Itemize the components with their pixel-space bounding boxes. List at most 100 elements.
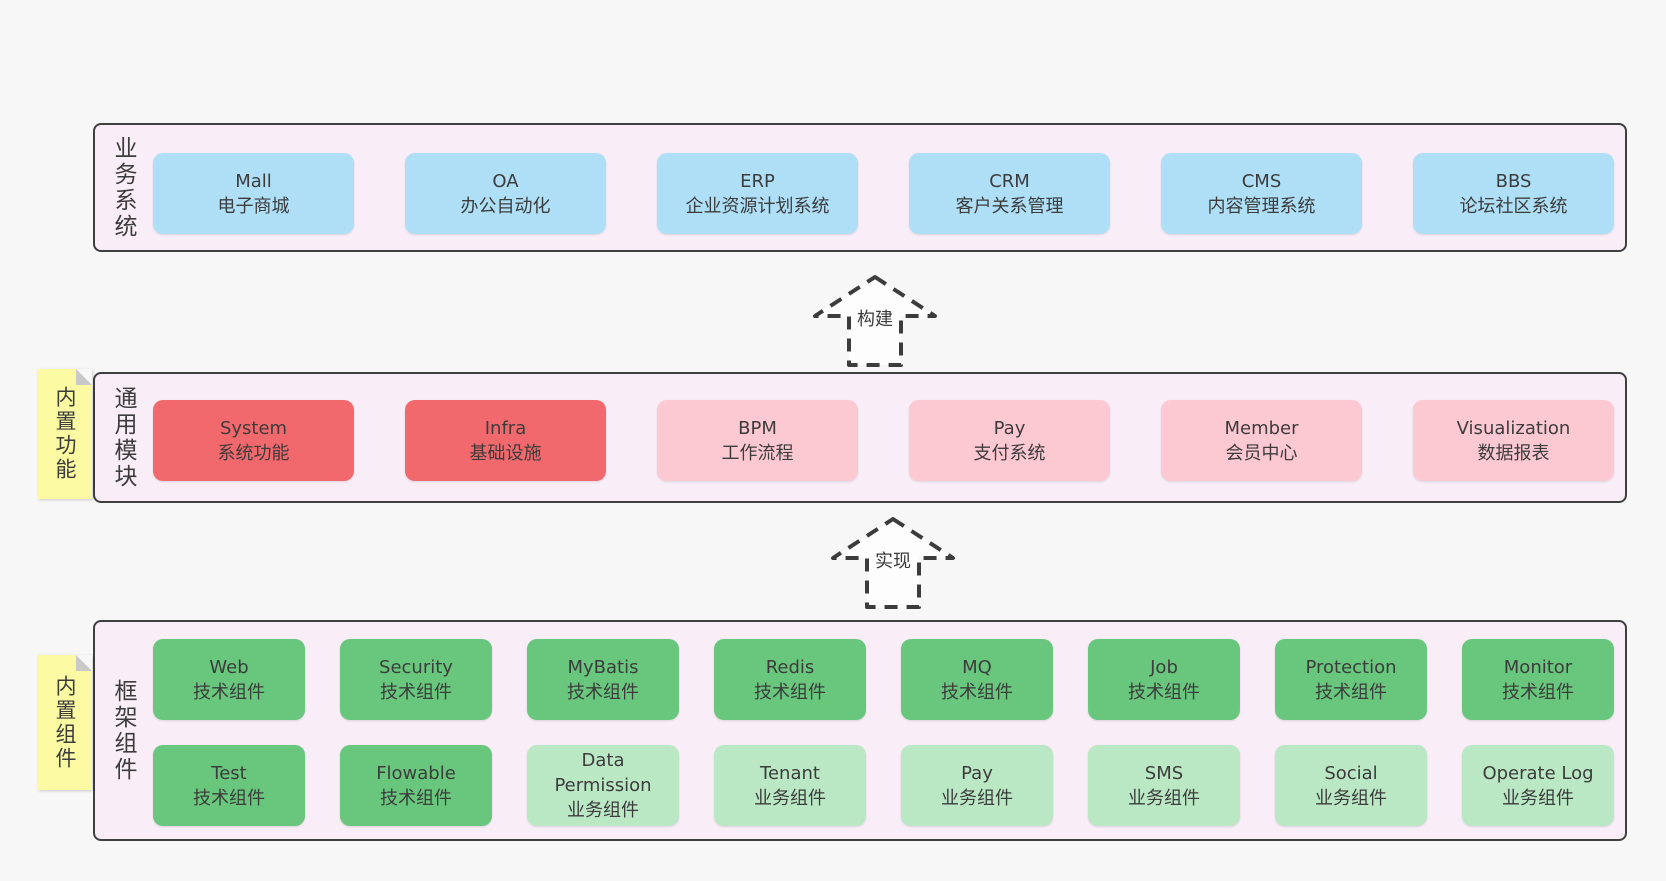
box-components-monitor: Monitor 技术组件 [1462,639,1614,720]
box-components-pay: Pay 业务组件 [901,745,1053,826]
box-en-label: Monitor [1503,656,1573,678]
sticky-note-builtin-features: 内置功能 [38,369,92,499]
box-row: System 系统功能 Infra 基础设施 BPM 工作流程 Pay 支付系统 Member 会… [153,400,1614,481]
box-zh-label: 技术组件 [1315,681,1387,703]
box-zh-label: 业务组件 [567,800,639,821]
box-components-operate-log: Operate Log 业务组件 [1462,745,1614,826]
implement-arrow: 实现 [830,516,956,610]
box-zh-label: 技术组件 [1502,681,1574,703]
box-zh-label: 支付系统 [973,442,1046,464]
box-modules-bpm: BPM 工作流程 [657,400,858,481]
box-en-label: Protection [1305,656,1397,678]
box-en-label: BPM [738,417,777,439]
box-zh-label: 企业资源计划系统 [685,195,830,217]
box-zh-label: 技术组件 [380,681,452,703]
box-en-label: Tenant [760,762,820,784]
box-components-security: Security 技术组件 [340,639,492,720]
sticky-note-builtin-components: 内置组件 [38,655,92,790]
box-modules-member: Member 会员中心 [1161,400,1362,481]
box-zh-label: 电子商城 [217,195,290,217]
box-en-label: Data Permission [554,750,652,796]
box-en-label: Pay [961,762,993,784]
panel-business-side-label: 业务系统 [110,135,136,240]
box-en-label: CMS [1241,170,1282,192]
box-zh-label: 工作流程 [721,442,794,464]
box-zh-label: 办公自动化 [460,195,551,217]
box-zh-label: 系统功能 [217,442,290,464]
box-components-redis: Redis 技术组件 [714,639,866,720]
box-modules-infra: Infra 基础设施 [405,400,606,481]
box-en-label: Security [379,656,453,678]
box-business-bbs: BBS 论坛社区系统 [1413,153,1614,234]
box-en-label: BBS [1495,170,1532,192]
box-business-cms: CMS 内容管理系统 [1161,153,1362,234]
build-arrow: 构建 [812,274,938,368]
panel-modules-side-label: 通用模块 [110,385,136,490]
box-business-crm: CRM 客户关系管理 [909,153,1110,234]
box-en-label: SMS [1144,762,1184,784]
box-zh-label: 技术组件 [567,681,639,703]
box-en-label: Infra [484,417,527,439]
box-en-label: Mall [235,170,272,192]
box-zh-label: 技术组件 [193,787,265,809]
box-components-tenant: Tenant 业务组件 [714,745,866,826]
box-en-label: Visualization [1456,417,1571,439]
box-zh-label: 基础设施 [469,442,542,464]
box-en-label: MyBatis [567,656,639,678]
box-en-label: Flowable [376,762,456,784]
box-zh-label: 业务组件 [941,787,1013,809]
panel-common-modules: 通用模块 System 系统功能 Infra 基础设施 BPM 工作流程 Pay 支付系统 Me… [93,372,1627,503]
box-zh-label: 业务组件 [1502,787,1574,809]
box-zh-label: 技术组件 [380,787,452,809]
box-zh-label: 技术组件 [941,681,1013,703]
build-arrow-label: 构建 [852,304,898,332]
box-components-data-permission: Data Permission 业务组件 [527,745,679,826]
box-zh-label: 数据报表 [1477,442,1550,464]
box-components-protection: Protection 技术组件 [1275,639,1427,720]
box-en-label: Job [1150,656,1178,678]
box-en-label: Web [209,656,249,678]
box-modules-system: System 系统功能 [153,400,354,481]
box-en-label: CRM [989,170,1030,192]
box-en-label: Pay [993,417,1026,439]
box-components-flowable: Flowable 技术组件 [340,745,492,826]
box-components-sms: SMS 业务组件 [1088,745,1240,826]
box-zh-label: 内容管理系统 [1207,195,1316,217]
box-zh-label: 业务组件 [754,787,826,809]
box-zh-label: 技术组件 [193,681,265,703]
box-components-mybatis: MyBatis 技术组件 [527,639,679,720]
box-en-label: Operate Log [1482,762,1594,784]
box-business-mall: Mall 电子商城 [153,153,354,234]
box-zh-label: 技术组件 [1128,681,1200,703]
box-modules-pay: Pay 支付系统 [909,400,1110,481]
box-en-label: System [219,417,288,439]
box-components-test: Test 技术组件 [153,745,305,826]
box-zh-label: 技术组件 [754,681,826,703]
box-en-label: Redis [765,656,815,678]
box-business-erp: ERP 企业资源计划系统 [657,153,858,234]
box-en-label: ERP [740,170,775,192]
box-components-web: Web 技术组件 [153,639,305,720]
implement-arrow-label: 实现 [870,546,916,574]
box-modules-visualization: Visualization 数据报表 [1413,400,1614,481]
box-components-job: Job 技术组件 [1088,639,1240,720]
box-en-label: Test [211,762,247,784]
box-zh-label: 客户关系管理 [955,195,1064,217]
box-zh-label: 论坛社区系统 [1459,195,1568,217]
box-en-label: Member [1224,417,1299,439]
box-zh-label: 会员中心 [1225,442,1298,464]
box-zh-label: 业务组件 [1128,787,1200,809]
box-en-label: Social [1324,762,1378,784]
panel-components-side-label: 框架组件 [110,678,136,783]
